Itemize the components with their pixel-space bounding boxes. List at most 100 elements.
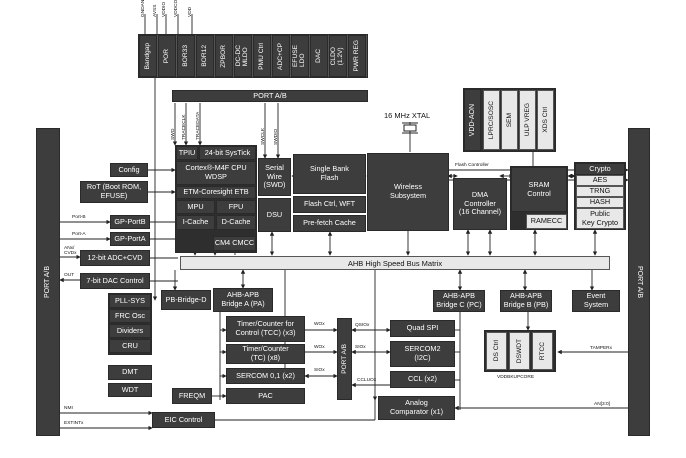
- right-port-label: PORT A/B: [636, 265, 644, 299]
- signal-label: SWDIO: [274, 128, 279, 145]
- crypto-title: Crypto: [575, 163, 625, 175]
- signal-nmi: NMI: [64, 406, 73, 411]
- frc-block: FRC Osc: [109, 309, 151, 323]
- backup-cell: DSWDT: [509, 332, 530, 370]
- power-cell-label: ZPBOR: [219, 44, 227, 68]
- power-cell: PMU Ctrl: [253, 35, 271, 77]
- power-cell: BOR33: [177, 35, 195, 77]
- wireless-subsystem-block: Wireless Subsystem: [367, 153, 449, 231]
- dmt-block: DMT: [108, 365, 152, 380]
- flash-bank-block: Single Bank Flash: [293, 154, 366, 194]
- signal-siox2: SIOx: [355, 345, 366, 350]
- ahb-apb-bridge-a: AHB-APB Bridge A (PA): [213, 288, 273, 312]
- signal-label: SWO: [171, 128, 176, 140]
- pin-label: VDDCORE: [174, 0, 179, 17]
- aon-cell: SEM: [501, 90, 518, 150]
- pac-block: PAC: [226, 388, 305, 404]
- mpu-block: MPU: [176, 200, 215, 214]
- event-system-block: Event System: [572, 290, 620, 312]
- signal-portb: Port-B: [72, 215, 86, 220]
- power-cell-label: PWR REG: [352, 40, 360, 72]
- crypto-trng: TRNG: [576, 186, 624, 197]
- cpu-core-block: Cortex®-M4F CPU WDSP: [176, 161, 256, 185]
- dac-block: 7-bit DAC Control: [80, 273, 150, 289]
- backup-cell: RTCC: [532, 332, 553, 370]
- signal-label: TRACEDATA: [196, 111, 201, 140]
- backup-label: VDDBKUPCORE: [497, 375, 535, 380]
- signal-porta: Port-A: [72, 232, 86, 237]
- power-cell-label: BOR12: [200, 45, 208, 67]
- sercom2-block: SERCOM2 (I2C): [390, 341, 455, 367]
- tcc-block: Timer/Counter for Control (TCC) (x3): [226, 316, 305, 342]
- gp-porta-block: GP-PortA: [110, 232, 150, 246]
- power-cell: DAC: [310, 35, 328, 77]
- eic-block: EIC Control: [152, 412, 215, 428]
- signal-wox2: WOx: [314, 345, 325, 350]
- adc-block: 12-bit ADC+CVD: [80, 250, 150, 266]
- sram-control: SRAM Control: [511, 167, 567, 212]
- aon-cell-label: LPRC/SOSC: [488, 100, 495, 140]
- dividers-block: Dividers: [109, 324, 151, 338]
- signal-label: SWCLK: [261, 127, 266, 145]
- crypto-hash: HASH: [576, 197, 624, 208]
- ahb-apb-bridge-c: AHB-APB Bridge C (PC): [433, 290, 485, 312]
- flash-ctrl-block: Flash Ctrl, WFT: [293, 196, 366, 213]
- power-cell: BOR12: [196, 35, 214, 77]
- freqm-block: FREQM: [172, 388, 212, 404]
- power-cell: PWR REG: [348, 35, 366, 77]
- prefetch-cache-block: Pre-fetch Cache: [293, 215, 366, 232]
- aon-title: VDD-AON: [464, 89, 481, 151]
- power-cell: ADC+CP: [272, 35, 290, 77]
- backup-cell-label: RTCC: [539, 341, 546, 361]
- ramecc-block: RAMECC: [526, 214, 567, 229]
- mid-port-ab: PORT A/B: [337, 318, 352, 400]
- signal-out: OUT: [64, 273, 75, 278]
- power-cell: ZPBOR: [215, 35, 233, 77]
- power-cell: Bandgap: [139, 35, 157, 77]
- gp-portb-block: GP-PortB: [110, 215, 150, 229]
- power-cell-label: DAC: [314, 49, 322, 63]
- qspi-block: Quad SPI: [390, 320, 455, 337]
- wdt-block: WDT: [108, 383, 152, 397]
- power-cell-label: ADC+CP: [276, 42, 284, 70]
- backup-cell-label: DS Ctrl: [493, 340, 500, 362]
- dcache-block: D-Cache: [216, 215, 256, 230]
- signal-tamper: TAMPERx: [590, 346, 613, 351]
- power-cell: POR: [158, 35, 176, 77]
- power-cell-label: Bandgap: [143, 42, 151, 70]
- signal-siox: SIOx: [314, 368, 325, 373]
- crypto-aes: AES: [576, 175, 624, 186]
- aon-cell: LPRC/SOSC: [483, 90, 500, 150]
- signal-ccluox: CCLUOx: [357, 378, 377, 383]
- left-port-ab: PORT A/B: [36, 128, 60, 436]
- backup-cell: DS Ctrl: [486, 332, 507, 370]
- pb-bridge-d: PB-Bridge-D: [161, 290, 211, 310]
- pin-label: GNDANA: [141, 0, 146, 17]
- aon-cell-label: SEM: [506, 112, 513, 128]
- signal-wox1: WOx: [314, 322, 325, 327]
- signal-label: TRACECLK: [182, 114, 187, 140]
- signal-extint: EXTINTx: [64, 421, 84, 426]
- xtal-label: 16 MHz XTAL: [384, 111, 431, 120]
- pin-label: VDD: [188, 6, 193, 17]
- etm-block: ETM-Coresight ETB: [176, 186, 256, 199]
- cru-block: CRU: [109, 339, 151, 353]
- tc-block: Timer/Counter (TC) (x8): [226, 344, 305, 364]
- ccl-block: CCL (x2): [390, 371, 455, 388]
- sercom01-block: SERCOM 0,1 (x2): [226, 368, 305, 384]
- signal-an: AN[3:0]: [594, 402, 610, 407]
- pin-label: AVSS: [153, 4, 158, 17]
- power-cell-label: EFUSE LDO: [292, 45, 306, 67]
- power-cell-label: POR: [162, 48, 170, 64]
- rot-block: RoT (Boot ROM, EFUSE): [80, 181, 148, 203]
- dsu-block: DSU: [258, 198, 291, 232]
- power-cell-label: PMU Ctrl: [257, 42, 265, 70]
- port-ab-bar: PORT A/B: [172, 90, 368, 102]
- aon-cell-label: XDS Ctrl: [542, 107, 549, 133]
- left-port-label: PORT A/B: [43, 265, 51, 299]
- power-cell: DC-DC MLDO: [234, 35, 252, 77]
- cmcc-block: CM4 CMCC: [213, 236, 256, 251]
- power-cell-label: CLDO (1.2V): [330, 46, 344, 66]
- power-cell: EFUSE LDO: [291, 35, 309, 77]
- ahb-apb-bridge-b: AHB-APB Bridge B (PB): [500, 290, 552, 312]
